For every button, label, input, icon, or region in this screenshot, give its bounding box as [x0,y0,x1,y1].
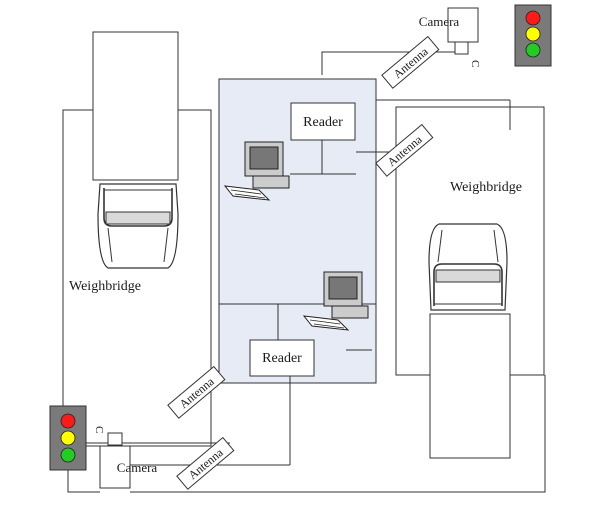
camera-label-bottom: Camera [117,460,158,475]
weighbridge-label-left: Weighbridge [69,279,141,294]
antenna-top-1: Antenna [381,35,440,89]
camera-c-label-top: C [469,60,481,67]
reader-label-top: Reader [303,115,343,130]
antenna-bottom-2: Antenna [176,436,235,490]
computer-icon [302,271,369,331]
truck-icon [428,223,511,459]
truck-icon [92,31,179,269]
camera-c-label-bottom: C [93,426,105,433]
computer-icon [223,141,290,201]
camera-label-top: Camera [419,14,460,29]
traffic-light-icon [49,405,87,471]
antenna-bottom-1: Antenna [167,365,226,419]
traffic-light-icon [514,4,552,67]
antenna-top-2: Antenna [375,123,434,177]
weighbridge-label-right: Weighbridge [450,180,522,195]
reader-box-top [290,102,356,141]
reader-label-bottom: Reader [262,351,302,366]
reader-box-bottom [249,339,315,377]
camera-icon [447,7,479,55]
camera-icon [99,432,131,489]
